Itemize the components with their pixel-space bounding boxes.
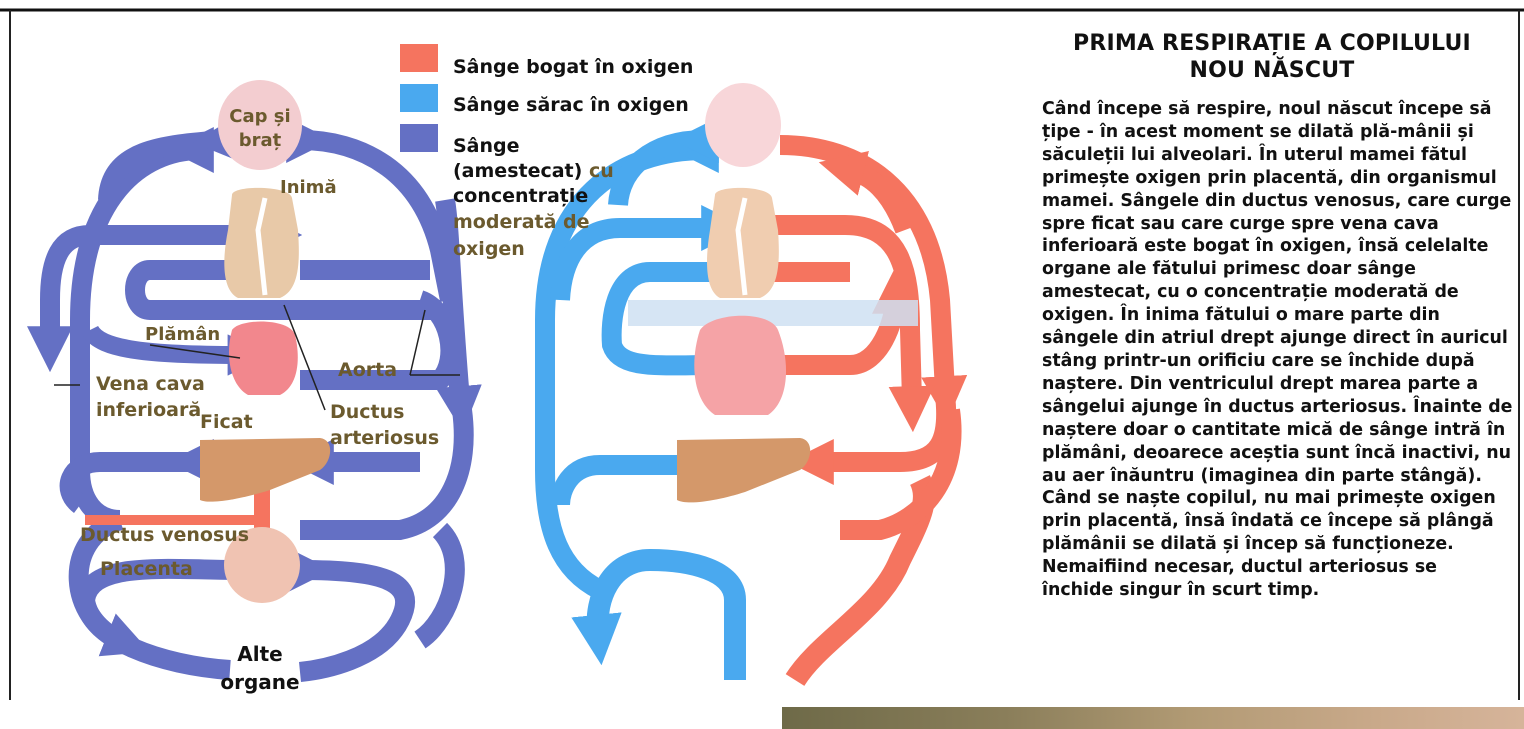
lung-organ [228,321,298,395]
article-title: PRIMA RESPIRAȚIE A COPILULUI NOU NĂSCUT [1030,30,1514,84]
venous-liver-arrow [550,442,704,506]
ductus-venosus-label: Ductus venosus [80,524,249,546]
pulmonary-loop [125,260,440,320]
photo-strip [782,707,1524,729]
article-title-line2: NOU NĂSCUT [1189,58,1355,83]
legend-mixed-line3: moderată de [453,211,590,233]
lung-pointer [149,344,241,359]
liver-organ [200,438,331,502]
liver-organ-newborn [677,438,811,503]
legend-mixed-line1: (amestecat) cu [453,159,614,183]
lung-organ-newborn [694,315,787,415]
ductus-arteriosus-label-line2: arteriosus [330,427,439,449]
ductus-arteriosus-pointer [283,304,326,411]
liver-left-arrow [59,439,214,513]
ductus-arteriosus-label-line1: Ductus [330,401,404,423]
head-arms-organ-newborn [705,83,781,167]
legend-mixed-line1-grey: cu [588,160,614,182]
placenta-organ [224,527,300,603]
vena-cava-path [70,126,214,530]
vena-cava-label-line1: Vena cava [96,373,205,395]
lung-arrow [81,324,269,376]
aortic-lower-right [840,408,962,540]
legend-swatch-mixed [400,124,438,152]
liver-upper-loop [300,290,461,390]
legend-swatch-oxygen-poor [400,84,438,112]
heart-label: Inimă [280,177,337,198]
heart-inner-loop [27,225,230,373]
liver-label: Ficat [200,411,253,433]
placenta-label: Placenta [100,558,193,580]
article-body: Când începe să respire, noul născut înce… [1042,99,1513,601]
aortic-upper-arrow [818,151,915,234]
closed-ductus-band [628,300,918,326]
newborn-circulation-diagram [535,116,968,687]
aortic-liver-arrow [787,393,957,485]
pulmonary-artery-loop [601,262,748,389]
vena-cava-label-line2: inferioară [96,399,201,421]
heart-septum-newborn [735,197,748,296]
head-label-line1: Cap și [229,106,290,127]
other-organs-label-line2: organe [220,670,299,694]
aorta-label: Aorta [338,359,397,381]
heart-organ-newborn [707,187,779,298]
legend-mixed-line4: oxigen [453,238,525,260]
venous-lower-loop [571,548,746,680]
aorta-upper-path [286,116,460,302]
legend-label-oxygen-poor: Sânge sărac în oxigen [453,94,689,116]
legend-mixed-line1-black: (amestecat) [453,160,583,182]
upper-body-return [98,116,241,202]
head-label-line2: braț [239,130,282,151]
legend-label-mixed: Sânge [453,135,520,157]
article-title-line1: PRIMA RESPIRAȚIE A COPILULUI [1073,31,1471,56]
lower-loop-right [286,546,416,682]
venous-upper-arrow [608,116,719,207]
lower-outer-arc-right [413,522,465,649]
aorta-pointer-2 [409,309,426,376]
legend-label-oxygen-rich: Sânge bogat în oxigen [453,56,694,78]
lower-outer-arc-left [68,510,150,657]
fetal-circulation-diagram [27,116,482,682]
lung-label: Plămân [145,324,220,345]
legend-swatch-oxygen-rich [400,44,438,72]
other-organs-label-line1: Alte [237,642,282,666]
lower-loop-left [74,547,254,680]
venous-heart-loop [550,218,735,301]
article: PRIMA RESPIRAȚIE A COPILULUI NOU NĂSCUT … [1030,30,1514,602]
legend-mixed-line2: concentrație [453,185,589,207]
heart-septum [255,197,268,296]
outer-right-arc [300,408,474,540]
head-arms-organ [218,80,302,170]
